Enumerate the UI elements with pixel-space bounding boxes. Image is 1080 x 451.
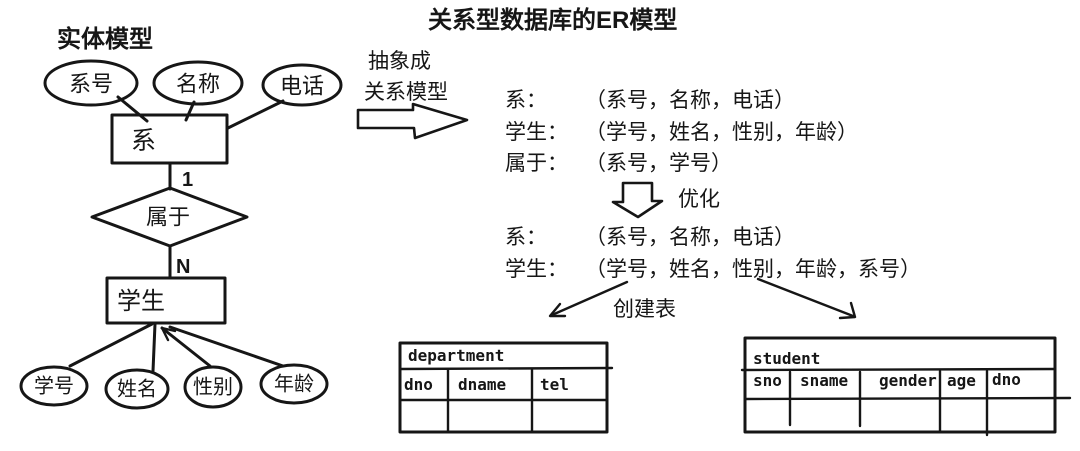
- cardinality-1: 1: [182, 169, 194, 191]
- dept-tel-ellipse: [261, 63, 343, 107]
- relation-dept-initial: 系： （系号，名称，电话）: [505, 89, 795, 113]
- department-col-dname: dname: [458, 375, 507, 394]
- sno-ellipse: [19, 365, 89, 407]
- connector-student-sno: [68, 322, 154, 368]
- department-col-dno: dno: [404, 375, 433, 394]
- dept-no-ellipse: [43, 59, 139, 107]
- relation-dept-optimized: 系： （系号，名称，电话）: [505, 226, 795, 250]
- student-entity-label: 学生: [117, 288, 165, 315]
- dept-name-ellipse: [152, 60, 244, 106]
- department-title-divider: [398, 366, 614, 371]
- relation-name: 系：: [505, 89, 547, 112]
- relation-attrs: （系号，学号）: [585, 152, 732, 175]
- department-table-title: department: [408, 346, 505, 365]
- belongsto-label: 属于: [145, 204, 191, 230]
- cardinality-n: N: [176, 256, 191, 278]
- student-table-border: [743, 336, 1057, 434]
- dept-tel-label: 电话: [279, 73, 325, 99]
- relation-name: 系：: [505, 226, 547, 249]
- student-col-sname: sname: [800, 371, 849, 390]
- relation-attrs: （学号，姓名，性别，年龄）: [585, 121, 858, 144]
- dept-name-label: 名称: [175, 71, 221, 97]
- department-col-tel: tel: [540, 375, 569, 394]
- relation-attrs: （系号，名称，电话）: [585, 89, 795, 112]
- student-col-sno: sno: [753, 371, 782, 390]
- sname-ellipse: [104, 368, 170, 410]
- entity-model-title: 实体模型: [57, 26, 153, 53]
- create-table-label: 创建表: [613, 298, 676, 321]
- optimize-down-arrow: [611, 181, 664, 219]
- relation-name: 属于：: [505, 152, 568, 175]
- connector-deptname-dept: [184, 100, 196, 122]
- student-col-dno: dno: [992, 370, 1021, 389]
- create-dept-arrow: [550, 280, 629, 317]
- gender-label: 性别: [193, 376, 233, 399]
- relation-attrs: （系号，名称，电话）: [585, 226, 795, 249]
- relational-model-title: 关系型数据库的ER模型: [428, 7, 678, 34]
- connector-student-age: [168, 325, 285, 368]
- create-student-arrowhead: [838, 301, 857, 320]
- connector-student-sname: [151, 322, 157, 373]
- department-table-border: [398, 341, 609, 434]
- gender-connector-arrowhead: [160, 326, 177, 342]
- gender-ellipse: [183, 365, 243, 409]
- connector-deptno-dept: [116, 95, 149, 123]
- connector-student-gender: [160, 326, 212, 368]
- optimize-label: 优化: [678, 188, 720, 211]
- dept-entity-label: 系: [131, 127, 157, 155]
- relation-name: 学生：: [505, 258, 568, 281]
- age-ellipse: [259, 363, 329, 405]
- student-col-age: age: [947, 371, 976, 390]
- relation-belongsto-initial: 属于： （系号，学号）: [505, 152, 732, 176]
- connector-depttel-dept: [226, 99, 285, 130]
- dept-entity-rect: [110, 113, 229, 165]
- sno-label: 学号: [34, 375, 74, 398]
- relation-name: 学生：: [505, 121, 568, 144]
- create-student-arrow: [756, 277, 855, 318]
- relation-attrs: （学号，姓名，性别，年龄，系号）: [585, 258, 921, 281]
- create-dept-arrowhead: [548, 302, 567, 318]
- student-col-gender: gender: [879, 371, 937, 390]
- sname-label: 姓名: [117, 378, 157, 401]
- student-title-divider: [740, 367, 1057, 372]
- student-header-divider: [743, 396, 1072, 401]
- abstract-label-line1: 抽象成: [368, 50, 431, 73]
- relation-student-initial: 学生： （学号，姓名，性别，年龄）: [505, 121, 858, 145]
- student-entity-rect: [105, 276, 227, 325]
- dept-no-label: 系号: [68, 71, 114, 97]
- abstract-right-arrow: [356, 102, 469, 140]
- relation-student-optimized: 学生： （学号，姓名，性别，年龄，系号）: [505, 258, 921, 282]
- age-label: 年龄: [274, 373, 314, 396]
- student-table-title: student: [753, 349, 821, 368]
- abstract-label-line2: 关系模型: [364, 81, 448, 104]
